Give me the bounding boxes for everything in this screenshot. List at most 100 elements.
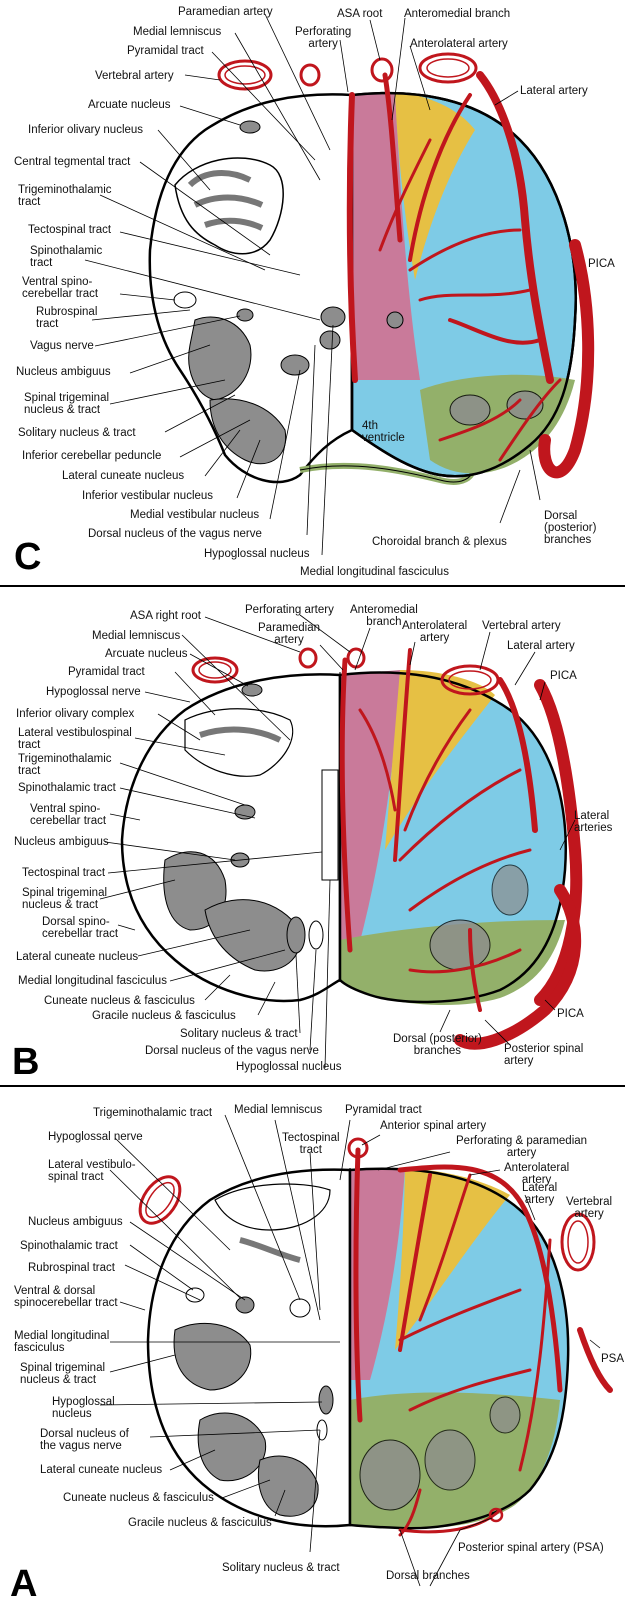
label-c-paramedian-artery: Paramedian artery (178, 6, 273, 18)
label-b-hypoglossal-nerve: Hypoglossal nerve (46, 686, 141, 698)
label-a-dorsal-branches: Dorsal branches (386, 1570, 470, 1582)
label-a-lateral-artery: Lateral artery (522, 1182, 557, 1206)
label-a-hypoglossal-nerve: Hypoglossal nerve (48, 1131, 143, 1143)
vertebral-ring-a-right (562, 1214, 594, 1270)
label-c-pica: PICA (588, 258, 615, 270)
label-b-dorsal-nucleus-vagus: Dorsal nucleus of the vagus nerve (145, 1045, 319, 1057)
panel-letter-b: B (12, 1043, 39, 1081)
label-b-anterolateral-artery: Anterolateral artery (402, 620, 467, 644)
label-a-spinal-trigeminal: Spinal trigeminal nucleus & tract (20, 1362, 105, 1386)
label-c-mlf: Medial longitudinal fasciculus (300, 566, 449, 578)
label-c-lateral-cuneate-nucleus: Lateral cuneate nucleus (62, 470, 184, 482)
label-b-vertebral-artery: Vertebral artery (482, 620, 561, 632)
label-c-dorsal-branches: Dorsal (posterior) branches (544, 510, 596, 546)
label-a-nucleus-ambiguus: Nucleus ambiguus (28, 1216, 123, 1228)
label-c-ventral-spinocerebellar: Ventral spino- cerebellar tract (22, 276, 98, 300)
vertebral-artery-right-ring (420, 54, 476, 82)
label-b-nucleus-ambiguus: Nucleus ambiguus (14, 836, 109, 848)
label-c-tectospinal-tract: Tectospinal tract (28, 224, 111, 236)
label-c-spinal-trigeminal: Spinal trigeminal nucleus & tract (24, 392, 109, 416)
panel-letter-c: C (14, 538, 41, 576)
label-a-ventral-dorsal-spinocerebellar: Ventral & dorsal spinocerebellar tract (14, 1285, 118, 1309)
panel-a: Trigeminothalamic tract Medial lemniscus… (0, 1090, 625, 1607)
label-c-nucleus-ambiguus: Nucleus ambiguus (16, 366, 111, 378)
asa-root-ring (372, 59, 392, 81)
panel-c: Paramedian artery Medial lemniscus Pyram… (0, 0, 625, 585)
label-b-pyramidal-tract: Pyramidal tract (68, 666, 145, 678)
label-b-ventral-spinocerebellar: Ventral spino- cerebellar tract (30, 803, 106, 827)
label-c-dorsal-nucleus-vagus: Dorsal nucleus of the vagus nerve (88, 528, 262, 540)
label-b-asa-right-root: ASA right root (130, 610, 201, 622)
label-b-lateral-arteries: Lateral arteries (574, 810, 612, 834)
label-b-pica-top: PICA (550, 670, 577, 682)
label-a-anterior-spinal-artery: Anterior spinal artery (380, 1120, 486, 1132)
asa-ring-b (300, 649, 316, 667)
label-a-rubrospinal: Rubrospinal tract (28, 1262, 115, 1274)
arcuate-nucleus-shape (240, 121, 260, 133)
label-a-solitary-nucleus: Solitary nucleus & tract (222, 1562, 340, 1574)
label-c-arcuate-nucleus: Arcuate nucleus (88, 99, 170, 111)
label-c-asa-root: ASA root (337, 8, 382, 20)
perforating-ring (301, 65, 319, 85)
label-b-gracile-nucleus: Gracile nucleus & fasciculus (92, 1010, 236, 1022)
label-b-solitary-nucleus: Solitary nucleus & tract (180, 1028, 298, 1040)
label-a-mlf: Medial longitudinal fasciculus (14, 1330, 109, 1354)
label-a-lateral-cuneate: Lateral cuneate nucleus (40, 1464, 162, 1476)
label-b-paramedian-artery: Paramedian artery (258, 622, 320, 646)
label-b-dorsal-spinocerebellar: Dorsal spino- cerebellar tract (42, 916, 118, 940)
label-b-hypoglossal-nucleus: Hypoglossal nucleus (236, 1061, 341, 1073)
label-b-inferior-olivary-complex: Inferior olivary complex (16, 708, 134, 720)
label-a-pyramidal-tract: Pyramidal tract (345, 1104, 422, 1116)
label-c-anteromedial-branch: Anteromedial branch (404, 8, 510, 20)
label-c-inferior-vestibular-nucleus: Inferior vestibular nucleus (82, 490, 213, 502)
label-b-lateral-cuneate: Lateral cuneate nucleus (16, 951, 138, 963)
label-b-spinothalamic: Spinothalamic tract (18, 782, 116, 794)
panel-letter-a: A (10, 1565, 37, 1603)
label-a-lateral-vestibulospinal: Lateral vestibulo- spinal tract (48, 1159, 136, 1183)
divider-b-a (0, 1085, 625, 1087)
label-c-pyramidal-tract: Pyramidal tract (127, 45, 204, 57)
label-a-dorsal-nucleus-vagus: Dorsal nucleus of the vagus nerve (40, 1428, 129, 1452)
label-c-anterolateral-artery: Anterolateral artery (410, 38, 508, 50)
label-a-psa-right: PSA (601, 1353, 624, 1365)
label-a-vertebral-artery: Vertebral artery (566, 1196, 612, 1220)
divider-c-b (0, 585, 625, 587)
label-c-rubrospinal-tract: Rubrospinal tract (36, 306, 97, 330)
label-c-fourth-ventricle: 4th ventricle (362, 420, 405, 444)
label-c-spinothalamic-tract: Spinothalamic tract (30, 245, 102, 269)
label-b-cuneate-nucleus: Cuneate nucleus & fasciculus (44, 995, 195, 1007)
label-a-spinothalamic: Spinothalamic tract (20, 1240, 118, 1252)
label-c-vagus-nerve: Vagus nerve (30, 340, 94, 352)
label-a-trigeminothalamic: Trigeminothalamic tract (93, 1107, 212, 1119)
label-b-posterior-spinal-artery: Posterior spinal artery (504, 1043, 583, 1067)
label-c-inferior-olivary-nucleus: Inferior olivary nucleus (28, 124, 143, 136)
label-c-perforating-artery: Perforating artery (295, 26, 351, 50)
label-b-lateral-vestibulospinal: Lateral vestibulospinal tract (18, 727, 132, 751)
label-c-vertebral-artery: Vertebral artery (95, 70, 174, 82)
label-c-inferior-cerebellar-peduncle: Inferior cerebellar peduncle (22, 450, 161, 462)
label-a-medial-lemniscus: Medial lemniscus (234, 1104, 322, 1116)
label-b-tectospinal: Tectospinal tract (22, 867, 105, 879)
label-c-hypoglossal-nucleus: Hypoglossal nucleus (204, 548, 309, 560)
panel-b: ASA right root Perforating artery Parame… (0, 590, 625, 1085)
label-a-perforating-paramedian: Perforating & paramedian artery (456, 1135, 587, 1159)
label-b-arcuate-nucleus: Arcuate nucleus (105, 648, 187, 660)
label-c-medial-lemniscus: Medial lemniscus (133, 26, 221, 38)
label-b-perforating-artery: Perforating artery (245, 604, 334, 616)
label-c-solitary-nucleus: Solitary nucleus & tract (18, 427, 136, 439)
label-c-trigeminothalamic-tract: Trigeminothalamic tract (18, 184, 112, 208)
label-a-gracile-nucleus: Gracile nucleus & fasciculus (128, 1517, 272, 1529)
label-b-spinal-trigeminal: Spinal trigeminal nucleus & tract (22, 887, 107, 911)
label-b-lateral-artery: Lateral artery (507, 640, 575, 652)
label-b-dorsal-branches: Dorsal (posterior) branches (393, 1033, 482, 1057)
label-c-central-tegmental-tract: Central tegmental tract (14, 156, 130, 168)
label-c-lateral-artery: Lateral artery (520, 85, 588, 97)
label-c-choroidal-branch: Choroidal branch & plexus (372, 536, 507, 548)
vertebral-artery-left-ring (219, 61, 271, 89)
label-b-pica-bottom: PICA (557, 1008, 584, 1020)
label-b-trigeminothalamic: Trigeminothalamic tract (18, 753, 112, 777)
label-a-hypoglossal-nucleus: Hypoglossal nucleus (52, 1396, 115, 1420)
label-c-medial-vestibular-nucleus: Medial vestibular nucleus (130, 509, 259, 521)
label-b-mlf: Medial longitudinal fasciculus (18, 975, 167, 987)
label-a-cuneate-nucleus: Cuneate nucleus & fasciculus (63, 1492, 214, 1504)
